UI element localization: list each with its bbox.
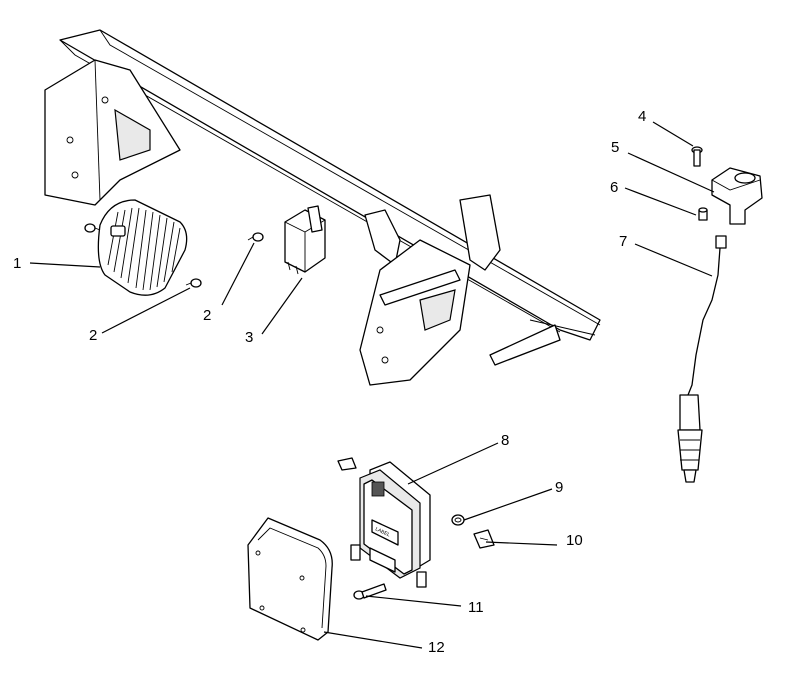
callout-3: 3	[245, 329, 253, 346]
callout-10: 10	[566, 532, 583, 549]
callout-1: 1	[13, 255, 21, 272]
screw-part-2-near-relay	[247, 232, 264, 242]
clip-right	[416, 571, 427, 588]
sensor-probe-part-7	[677, 235, 727, 483]
callout-2-relay: 2	[203, 307, 211, 324]
callout-4: 4	[638, 108, 646, 125]
chassis-frame	[44, 29, 601, 386]
screw-part-2-near-cover-top	[84, 223, 101, 233]
sensor-housing-part-5	[711, 167, 763, 225]
callout-12: 12	[428, 639, 445, 656]
callout-8: 8	[501, 432, 509, 449]
callout-7: 7	[619, 233, 627, 250]
bolt-part-11	[353, 583, 387, 600]
clip-left	[350, 544, 361, 561]
callout-labels: 1 2 2 3 4 5 6 7 8 9 10 11 12	[13, 108, 646, 656]
relay-part-3	[284, 205, 326, 275]
clip-top	[337, 457, 357, 471]
callout-5: 5	[611, 139, 619, 156]
leader-lines	[29, 121, 715, 649]
bolt-part-4	[691, 146, 703, 167]
callout-6: 6	[610, 179, 618, 196]
callout-9: 9	[555, 479, 563, 496]
finned-cover-part-1	[97, 199, 188, 296]
screw-part-2-near-cover-bottom	[185, 278, 202, 288]
nut-part-6	[698, 207, 708, 221]
cover-plate-part-12	[247, 517, 333, 641]
grommet-part-9	[451, 514, 465, 526]
clip-part-10	[473, 529, 495, 549]
callout-2-cover: 2	[89, 327, 97, 344]
ecu-module-part-8: LABEL	[359, 461, 431, 579]
callout-11: 11	[468, 599, 484, 616]
